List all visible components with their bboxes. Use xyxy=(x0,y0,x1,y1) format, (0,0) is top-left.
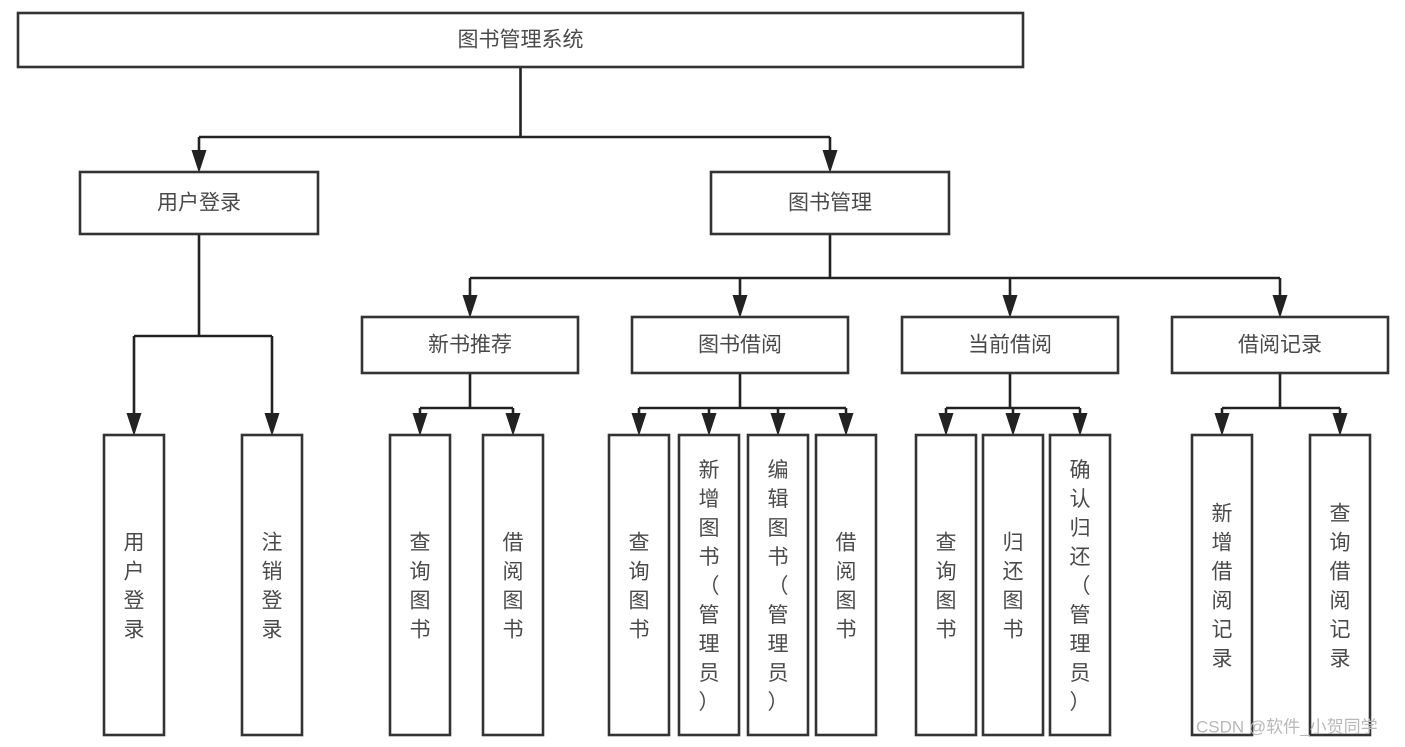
node-label: 编辑图书（管理员） xyxy=(768,459,789,714)
node-label: 注销登录 xyxy=(262,531,283,641)
arrow-head-icon xyxy=(1072,413,1088,436)
node-box[interactable] xyxy=(481,433,545,737)
node-label: 用户登录 xyxy=(157,192,241,215)
node-box[interactable] xyxy=(746,433,810,737)
arrow-head-icon xyxy=(938,413,954,436)
arrow-head-icon xyxy=(412,413,428,436)
arrow-head-icon xyxy=(838,413,854,436)
node-label: 新增图书（管理员） xyxy=(699,459,720,714)
node-box[interactable] xyxy=(1170,315,1390,375)
connector-group-current-borrow xyxy=(938,373,1088,436)
node-box[interactable] xyxy=(981,433,1045,737)
arrow-head-icon xyxy=(822,150,838,173)
node-box[interactable] xyxy=(630,315,850,375)
node-borrow-record[interactable]: 借阅记录 xyxy=(1170,315,1390,375)
node-box[interactable] xyxy=(1190,433,1254,737)
node-new-book-rec[interactable]: 新书推荐 xyxy=(360,315,580,375)
node-box[interactable] xyxy=(607,433,671,737)
arrow-head-icon xyxy=(462,295,478,318)
arrow-head-icon xyxy=(1005,413,1021,436)
node-label: 用户登录 xyxy=(124,531,145,641)
node-label: 归还图书 xyxy=(1003,531,1024,641)
node-box[interactable] xyxy=(1308,433,1372,737)
node-label: 借阅记录 xyxy=(1238,334,1322,357)
node-box[interactable] xyxy=(388,433,452,737)
node-box[interactable] xyxy=(360,315,580,375)
node-root[interactable]: 图书管理系统 xyxy=(16,11,1025,69)
node-leaf-confirm-return[interactable]: 确认归还（管理员） xyxy=(1048,433,1112,737)
arrow-head-icon xyxy=(1332,413,1348,436)
connector-group-borrow-record xyxy=(1214,373,1348,436)
node-box[interactable] xyxy=(900,315,1120,375)
connector-group-new-book-rec xyxy=(412,373,521,436)
arrow-head-icon xyxy=(505,413,521,436)
node-label: 当前借阅 xyxy=(968,334,1052,357)
node-leaf-borrow-book-rec[interactable]: 借阅图书 xyxy=(481,433,545,737)
node-leaf-query-book-cur[interactable]: 查询图书 xyxy=(914,433,978,737)
node-label: 图书管理 xyxy=(788,192,872,215)
node-leaf-edit-book[interactable]: 编辑图书（管理员） xyxy=(746,433,810,737)
arrow-head-icon xyxy=(1002,295,1018,318)
node-book-borrow[interactable]: 图书借阅 xyxy=(630,315,850,375)
connector-group-user-login xyxy=(126,234,280,436)
arrow-head-icon xyxy=(1272,295,1288,318)
node-box[interactable] xyxy=(78,170,320,236)
node-leaf-add-record[interactable]: 新增借阅记录 xyxy=(1190,433,1254,737)
node-label: 查询借阅记录 xyxy=(1330,502,1351,670)
connector-group-root xyxy=(191,67,838,173)
node-box[interactable] xyxy=(677,433,741,737)
node-layer: 图书管理系统用户登录图书管理新书推荐图书借阅当前借阅借阅记录用户登录注销登录查询… xyxy=(16,11,1390,737)
node-leaf-query-record[interactable]: 查询借阅记录 xyxy=(1308,433,1372,737)
node-leaf-add-book[interactable]: 新增图书（管理员） xyxy=(677,433,741,737)
node-label: 借阅图书 xyxy=(836,531,857,641)
node-leaf-query-book[interactable]: 查询图书 xyxy=(607,433,671,737)
arrow-head-icon xyxy=(264,413,280,436)
edge-layer xyxy=(126,67,1348,436)
node-label: 查询图书 xyxy=(936,531,957,641)
node-book-manage[interactable]: 图书管理 xyxy=(709,170,951,236)
node-box[interactable] xyxy=(240,433,304,737)
connector-group-book-manage xyxy=(462,234,1288,318)
node-box[interactable] xyxy=(16,11,1025,69)
node-label: 借阅图书 xyxy=(503,531,524,641)
node-leaf-query-book-rec[interactable]: 查询图书 xyxy=(388,433,452,737)
arrow-head-icon xyxy=(770,413,786,436)
node-label: 图书管理系统 xyxy=(458,29,584,52)
node-leaf-user-login[interactable]: 用户登录 xyxy=(102,433,166,737)
node-box[interactable] xyxy=(914,433,978,737)
node-box[interactable] xyxy=(709,170,951,236)
node-label: 确认归还（管理员） xyxy=(1070,459,1091,714)
node-box[interactable] xyxy=(1048,433,1112,737)
arrow-head-icon xyxy=(631,413,647,436)
node-box[interactable] xyxy=(102,433,166,737)
node-box[interactable] xyxy=(814,433,878,737)
node-label: 新书推荐 xyxy=(428,334,512,357)
arrow-head-icon xyxy=(701,413,717,436)
node-label: 查询图书 xyxy=(629,531,650,641)
node-label: 新增借阅记录 xyxy=(1212,502,1233,670)
arrow-head-icon xyxy=(1214,413,1230,436)
arrow-head-icon xyxy=(191,150,207,173)
node-label: 查询图书 xyxy=(410,531,431,641)
arrow-head-icon xyxy=(732,295,748,318)
arrow-head-icon xyxy=(126,413,142,436)
node-label: 图书借阅 xyxy=(698,334,782,357)
node-user-login[interactable]: 用户登录 xyxy=(78,170,320,236)
node-leaf-return-book[interactable]: 归还图书 xyxy=(981,433,1045,737)
node-leaf-logout[interactable]: 注销登录 xyxy=(240,433,304,737)
node-leaf-borrow-book[interactable]: 借阅图书 xyxy=(814,433,878,737)
connector-group-book-borrow xyxy=(631,373,854,436)
csdn-watermark: CSDN @软件_小贺同学 xyxy=(1196,717,1378,736)
node-current-borrow[interactable]: 当前借阅 xyxy=(900,315,1120,375)
